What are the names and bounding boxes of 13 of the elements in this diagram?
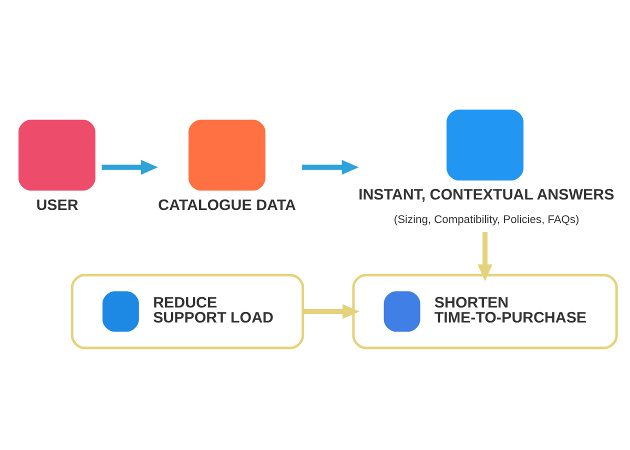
node-label: USER xyxy=(36,196,78,214)
node-label: CATALOGUE DATA xyxy=(158,196,296,214)
arrow xyxy=(302,159,359,174)
arrow xyxy=(303,304,360,318)
node-box xyxy=(446,109,524,180)
node-box xyxy=(188,119,266,190)
node-box: REDUCE SUPPORT LOAD xyxy=(70,273,304,349)
node-label: INSTANT, CONTEXTUAL ANSWERS xyxy=(358,186,614,204)
arrow xyxy=(102,159,158,174)
node-box xyxy=(18,119,96,190)
arrow xyxy=(478,231,492,281)
node-box: SHORTEN TIME-TO-PURCHASE xyxy=(352,273,618,349)
node-label: (Sizing, Compatibility, Policies, FAQs) xyxy=(394,213,580,226)
